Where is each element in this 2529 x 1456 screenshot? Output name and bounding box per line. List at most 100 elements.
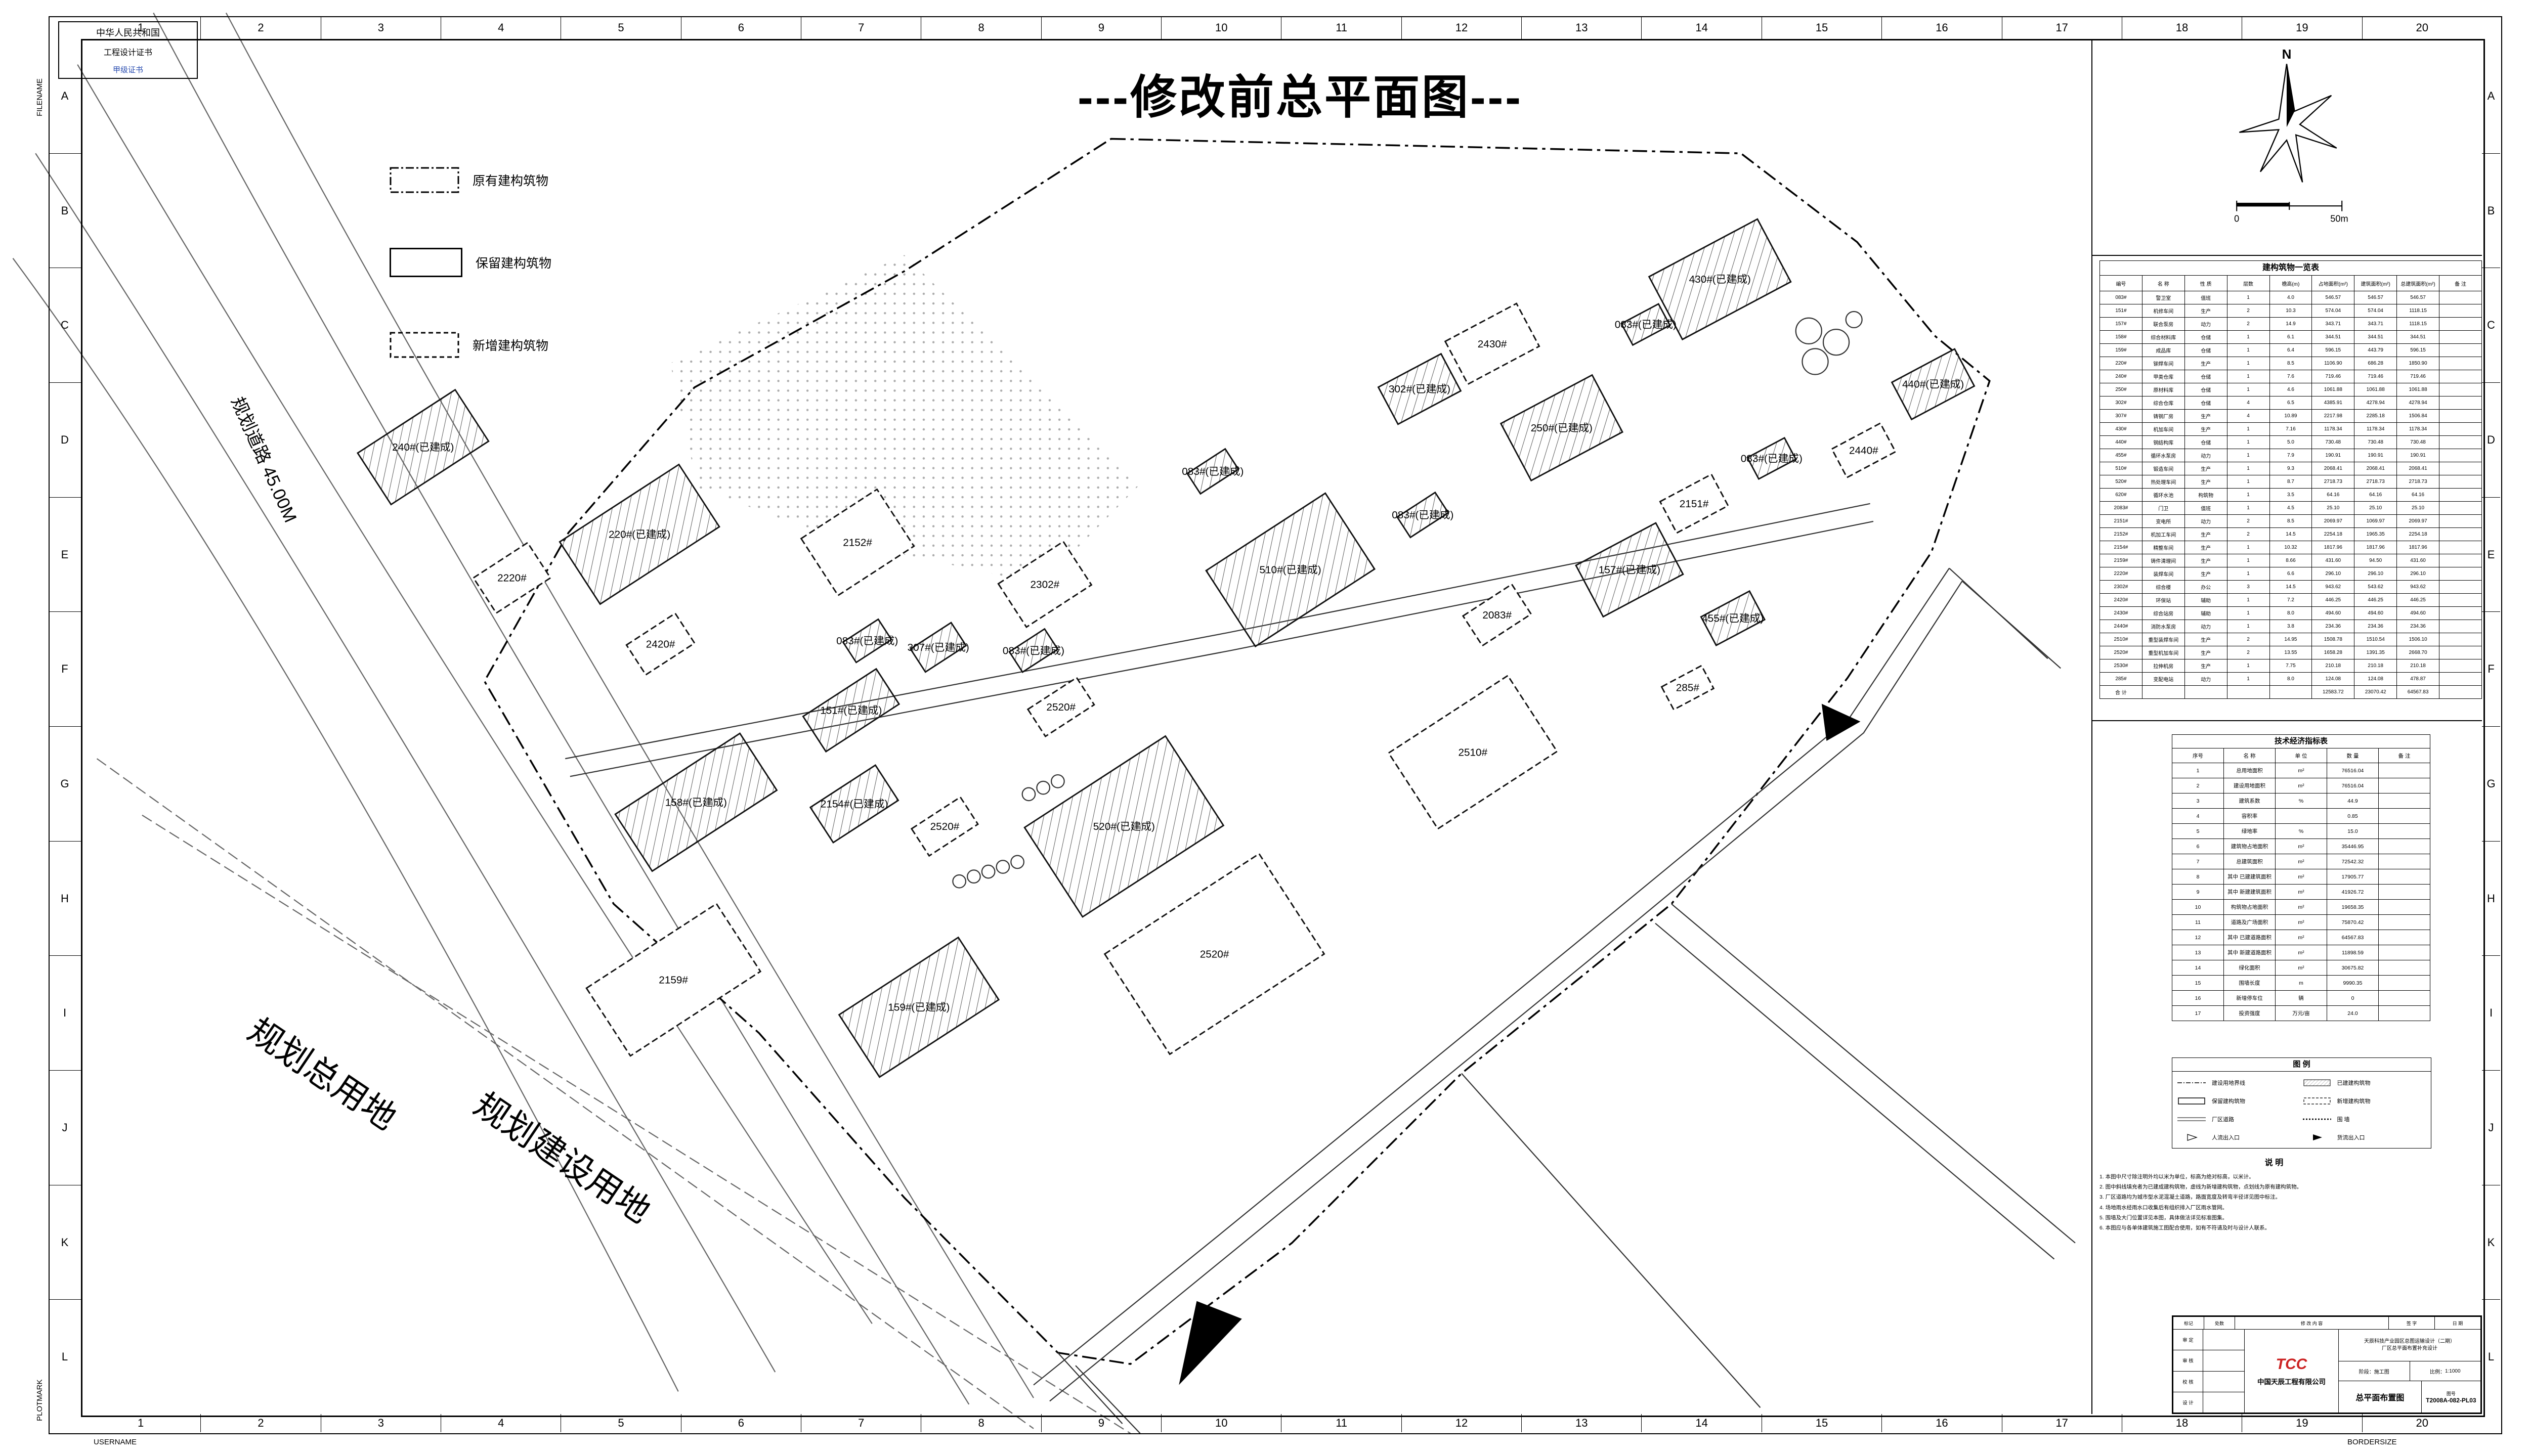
table-cell: 仓储 <box>2184 343 2227 357</box>
table-cell: 151# <box>2099 304 2142 318</box>
grid-label: 15 <box>1761 16 1881 39</box>
notes-panel: 说 明 1. 本图中尺寸除注明外均以米为单位，标高为绝对标高，以米计。 2. 图… <box>2099 1157 2449 1234</box>
legend-item-fence: 围 墙 <box>2302 1110 2427 1128</box>
table-cell <box>2378 793 2430 809</box>
table-cell: 1391.35 <box>2354 646 2397 659</box>
table-cell <box>2439 501 2482 515</box>
right-panel-divider <box>2091 39 2092 1414</box>
table-cell: 2159# <box>2099 554 2142 567</box>
outer-frame <box>49 16 2502 1434</box>
table-cell: 1510.54 <box>2354 633 2397 646</box>
table-cell: 1061.88 <box>2354 383 2397 396</box>
scale-cell: 比例： 1:1000 <box>2429 1368 2461 1375</box>
grid-label: 13 <box>1521 16 1641 39</box>
svg-text:2440#: 2440# <box>1849 445 1878 457</box>
table-cell: 动力 <box>2184 672 2227 686</box>
building-2440#: 2440# <box>1830 422 1897 479</box>
table-cell <box>2439 304 2482 318</box>
svg-text:157#(已建成): 157#(已建成) <box>1599 564 1660 576</box>
table-cell: 动力 <box>2184 620 2227 633</box>
grid-label: B <box>2482 153 2500 268</box>
table-cell: 124.08 <box>2311 672 2355 686</box>
grid-label: K <box>49 1184 81 1300</box>
grid-label: H <box>49 841 81 956</box>
table-cell: 2068.41 <box>2354 462 2397 475</box>
table-header: 名 称 <box>2141 275 2185 291</box>
building-083#(已建成): 083#(已建成) <box>1003 628 1064 673</box>
table-cell: 25.10 <box>2354 501 2397 515</box>
table-cell: 157# <box>2099 317 2142 331</box>
table-cell <box>2378 778 2430 793</box>
table-cell: 生产 <box>2184 567 2227 581</box>
table-cell: m² <box>2275 945 2327 960</box>
table-cell: 9.3 <box>2269 462 2312 475</box>
table-header: 檐高(m) <box>2269 275 2312 291</box>
table-cell: 0.85 <box>2327 808 2379 824</box>
table-cell: 1 <box>2226 462 2270 475</box>
table-cell: m² <box>2275 914 2327 930</box>
table-cell: 1 <box>2226 541 2270 554</box>
grid-label: 1 <box>138 1417 144 1429</box>
svg-text:159#(已建成): 159#(已建成) <box>888 1002 950 1013</box>
table-cell: 构筑物 <box>2184 488 2227 502</box>
table-cell: 2530# <box>2099 659 2142 673</box>
svg-text:2520#: 2520# <box>1200 948 1229 960</box>
table-cell: 2420# <box>2099 593 2142 607</box>
compass-divider <box>2091 255 2482 256</box>
table-cell: 2152# <box>2099 527 2142 541</box>
table-cell: 1 <box>2226 593 2270 607</box>
grid-label: K <box>2482 1184 2500 1300</box>
table-cell: 总建筑面积 <box>2223 854 2276 869</box>
grid-label: D <box>49 382 81 497</box>
table-cell: 机加工车间 <box>2141 527 2185 541</box>
table-cell: 1 <box>2226 449 2270 462</box>
drawing-number-cell: 图号 T2008A-082-PL03 <box>2422 1381 2480 1413</box>
legend-item-built: 已建建构筑物 <box>2302 1074 2427 1092</box>
table-cell: 296.10 <box>2396 567 2439 581</box>
table-cell: 2430# <box>2099 606 2142 620</box>
table-cell: 变电所 <box>2141 514 2185 528</box>
stage-value: 施工图 <box>2374 1369 2389 1375</box>
table-cell: 64567.83 <box>2396 685 2439 699</box>
table-cell: 14.9 <box>2269 317 2312 331</box>
table-cell: 4278.94 <box>2354 396 2397 410</box>
table-cell: 1 <box>2226 620 2270 633</box>
table-header: 备 注 <box>2378 748 2430 763</box>
building-2420#: 2420# <box>625 612 696 676</box>
table-cell: 0 <box>2327 990 2379 1006</box>
building-520#(已建成): 520#(已建成) <box>1023 735 1225 918</box>
table-cell: 343.71 <box>2311 317 2355 331</box>
table-cell: 719.46 <box>2354 370 2397 383</box>
building-2083#: 2083# <box>1462 583 1532 647</box>
edge-filename: FILENAME <box>35 78 44 116</box>
table-cell <box>2439 343 2482 357</box>
table-cell: 234.36 <box>2354 620 2397 633</box>
table-cell: 1658.28 <box>2311 646 2355 659</box>
grid-label: 11 <box>1281 1414 1401 1432</box>
table-cell: 锻造车间 <box>2141 462 2185 475</box>
table-cell: 64567.83 <box>2327 930 2379 945</box>
table-cell: 2 <box>2226 304 2270 318</box>
table-cell: 730.48 <box>2396 435 2439 449</box>
table-cell: 拉伸机房 <box>2141 659 2185 673</box>
building-440#(已建成): 440#(已建成) <box>1891 348 1976 421</box>
table-cell: 64.16 <box>2354 488 2397 502</box>
table-cell: 建筑物占地面积 <box>2223 839 2276 854</box>
table-cell: 546.57 <box>2396 291 2439 304</box>
note-line: 4. 场地雨水经雨水口收集后有组织排入厂区雨水管网。 <box>2099 1204 2228 1211</box>
table-cell: 1 <box>2226 488 2270 502</box>
project-name-cell: 天辰科技产业园区总图运输设计（二期） 厂区总平面布置补充设计 <box>2339 1330 2480 1361</box>
grid-label: 14 <box>1641 1414 1761 1432</box>
grid-label: 5 <box>561 1414 680 1432</box>
table-cell: 64.16 <box>2311 488 2355 502</box>
grid-label: 4 <box>441 1414 561 1432</box>
table-cell: % <box>2275 823 2327 839</box>
table-cell: 构筑物占地面积 <box>2223 899 2276 915</box>
legend-label: 建设用地界线 <box>2212 1080 2245 1086</box>
building-2159#: 2159# <box>585 903 762 1057</box>
table-cell <box>2439 330 2482 344</box>
table-cell: 仓储 <box>2184 330 2227 344</box>
dashdot-box-icon <box>390 167 459 193</box>
grid-label: 12 <box>1401 1414 1521 1432</box>
table-cell: 2440# <box>2099 620 2142 633</box>
